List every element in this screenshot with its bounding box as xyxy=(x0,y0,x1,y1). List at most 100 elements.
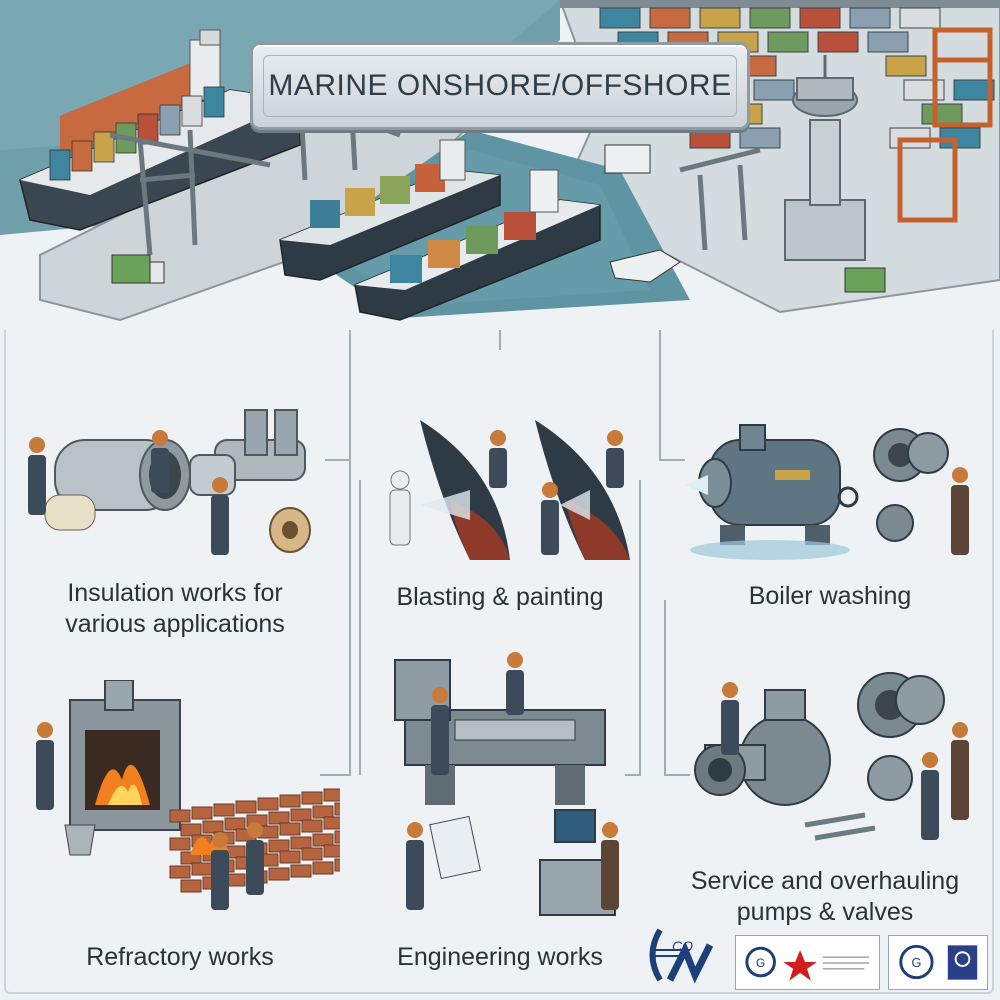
shipping-container xyxy=(799,7,841,29)
worker-refractory-3 xyxy=(246,822,264,895)
caption-blasting-line1: Blasting & painting xyxy=(396,583,604,611)
shipping-container xyxy=(649,7,691,29)
caption-pumps: Service and overhauling pumps & valves xyxy=(665,866,985,928)
brick xyxy=(257,797,279,811)
brick xyxy=(290,864,312,878)
worker-painter-1 xyxy=(489,430,507,488)
caption-insulation-line1: Insulation works for xyxy=(67,579,283,607)
caption-pumps-line2: pumps & valves xyxy=(736,898,914,926)
shipping-container xyxy=(885,55,927,77)
brick xyxy=(290,808,312,822)
brick xyxy=(169,865,191,879)
worker-boiler xyxy=(951,467,969,555)
brick xyxy=(323,816,340,830)
worker-2 xyxy=(151,430,169,493)
control-tower xyxy=(784,55,866,261)
truck-green xyxy=(111,254,165,284)
worker-refractory-2 xyxy=(211,832,229,910)
service-pumps: Service and overhauling pumps & valves xyxy=(665,660,985,930)
insulation-illustration xyxy=(28,409,311,555)
caption-blasting: Blasting & painting xyxy=(360,582,640,613)
brick xyxy=(334,830,340,844)
title-banner: MARINE ONSHORE/OFFSHORE xyxy=(250,42,750,130)
worker-pumps-2 xyxy=(921,752,939,840)
shipping-container xyxy=(899,7,941,29)
gantry-crane-left xyxy=(109,129,271,256)
worker-engineering-2 xyxy=(506,652,524,715)
pumps-illustration xyxy=(694,672,969,841)
cargo-ship-3 xyxy=(354,169,601,321)
cargo-ship-2 xyxy=(279,139,501,281)
brand-mark-text: CO xyxy=(672,938,693,954)
shipping-container xyxy=(767,31,809,53)
worker-painter-3 xyxy=(541,482,559,555)
shipping-container xyxy=(953,79,995,101)
worker-engineering-3 xyxy=(406,822,424,910)
svg-text:G: G xyxy=(756,956,765,970)
shipping-container xyxy=(739,127,781,149)
connector-refractory xyxy=(320,330,351,776)
brick xyxy=(169,809,191,823)
connector-engineering xyxy=(625,480,641,776)
brick xyxy=(279,794,301,808)
gantry-crane-right xyxy=(679,147,761,251)
brick xyxy=(301,847,323,861)
svg-text:G: G xyxy=(911,955,921,970)
shipping-container xyxy=(699,7,741,29)
caption-engineering: Engineering works xyxy=(365,942,635,973)
certification-logo-pair: G xyxy=(735,935,880,990)
shipping-container xyxy=(93,131,115,163)
brick xyxy=(268,811,290,825)
brick xyxy=(268,839,290,853)
worker-1 xyxy=(28,437,46,515)
shipping-container xyxy=(867,31,909,53)
truck-right xyxy=(844,267,886,293)
shipping-container xyxy=(71,140,93,172)
service-blasting: Blasting & painting xyxy=(360,410,640,620)
connector-pumps xyxy=(664,600,690,776)
brick xyxy=(323,844,340,858)
truck-white xyxy=(604,144,651,174)
brick xyxy=(180,879,202,893)
brick xyxy=(323,788,340,802)
brick xyxy=(290,836,312,850)
caption-engineering-line1: Engineering works xyxy=(397,943,603,971)
brick xyxy=(202,820,224,834)
service-insulation: Insulation works for various application… xyxy=(15,400,335,650)
shipping-container xyxy=(159,104,181,136)
straddle-crane-1 xyxy=(932,27,993,128)
shipping-container xyxy=(203,86,225,118)
service-engineering: Engineering works xyxy=(365,650,635,980)
brick xyxy=(279,822,301,836)
shipping-container xyxy=(753,79,795,101)
brick xyxy=(268,867,290,881)
brick xyxy=(224,817,246,831)
brick xyxy=(312,861,334,875)
engineering-illustration xyxy=(394,652,619,916)
brick xyxy=(301,791,323,805)
certification-logo-iso: G xyxy=(888,935,988,990)
connector-boiler xyxy=(659,330,685,461)
worker-pumps-1 xyxy=(721,682,739,755)
caption-boiler: Boiler washing xyxy=(680,581,980,612)
brick xyxy=(312,833,334,847)
worker-3 xyxy=(211,477,229,555)
brick xyxy=(180,823,202,837)
caption-boiler-line1: Boiler washing xyxy=(748,582,912,610)
brick xyxy=(213,803,235,817)
shipping-container xyxy=(181,95,203,127)
caption-insulation-line2: various applications xyxy=(65,610,285,638)
brick xyxy=(334,802,340,816)
caption-pumps-line1: Service and overhauling xyxy=(690,867,960,895)
brick xyxy=(169,837,191,851)
straddle-crane-2 xyxy=(897,137,958,223)
shipping-container xyxy=(49,149,71,181)
worker-painter-2 xyxy=(606,430,624,488)
certification-seals-icon: G xyxy=(745,946,870,981)
caption-refractory: Refractory works xyxy=(20,942,340,973)
worker-engineering-4 xyxy=(601,822,619,910)
boiler-illustration xyxy=(685,424,969,560)
shipping-container xyxy=(749,7,791,29)
